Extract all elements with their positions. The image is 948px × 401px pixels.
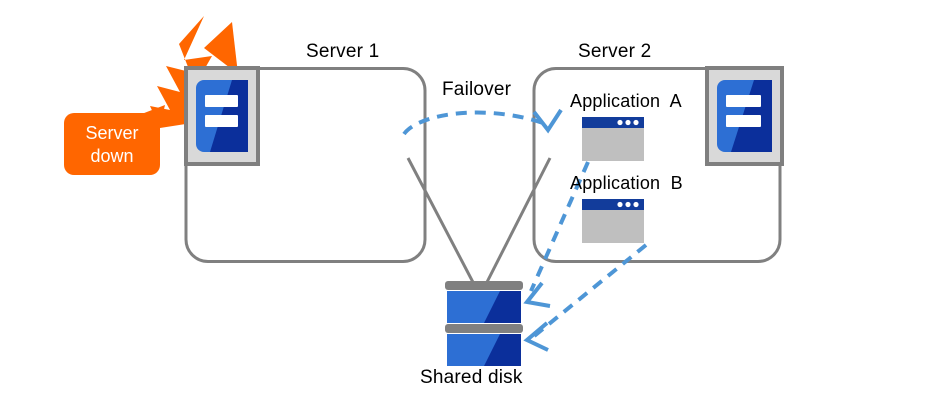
app-a-to-disk-arrow <box>529 161 590 292</box>
application-b-window-icon <box>582 199 644 243</box>
failover-label: Failover <box>442 79 512 100</box>
application-b-label: Application B <box>570 173 683 193</box>
server-down-badge-label: Server down <box>85 123 139 166</box>
failover-arrow <box>402 110 547 136</box>
lightning-bolt-tail-icon <box>204 22 238 74</box>
server1-title: Server 1 <box>306 41 380 62</box>
server2-machine-icon <box>705 66 784 166</box>
application-a-label: Application A <box>570 91 682 111</box>
server2-title: Server 2 <box>578 41 652 62</box>
shared-disk-label: Shared disk <box>420 367 523 388</box>
shared-disk-icon <box>445 281 523 366</box>
server1-disk-connector <box>406 157 478 289</box>
app-b-to-disk-arrowhead-icon <box>523 321 549 352</box>
server-down-badge <box>64 113 160 175</box>
failover-arrowhead-icon <box>532 108 563 134</box>
server1-machine-icon <box>184 66 260 166</box>
app-a-to-disk-arrowhead-icon <box>523 281 551 308</box>
server-down-badge-tail <box>139 105 165 126</box>
server2-disk-connector <box>482 157 552 289</box>
application-a-window-icon <box>582 117 644 161</box>
app-b-to-disk-arrow <box>531 243 648 339</box>
